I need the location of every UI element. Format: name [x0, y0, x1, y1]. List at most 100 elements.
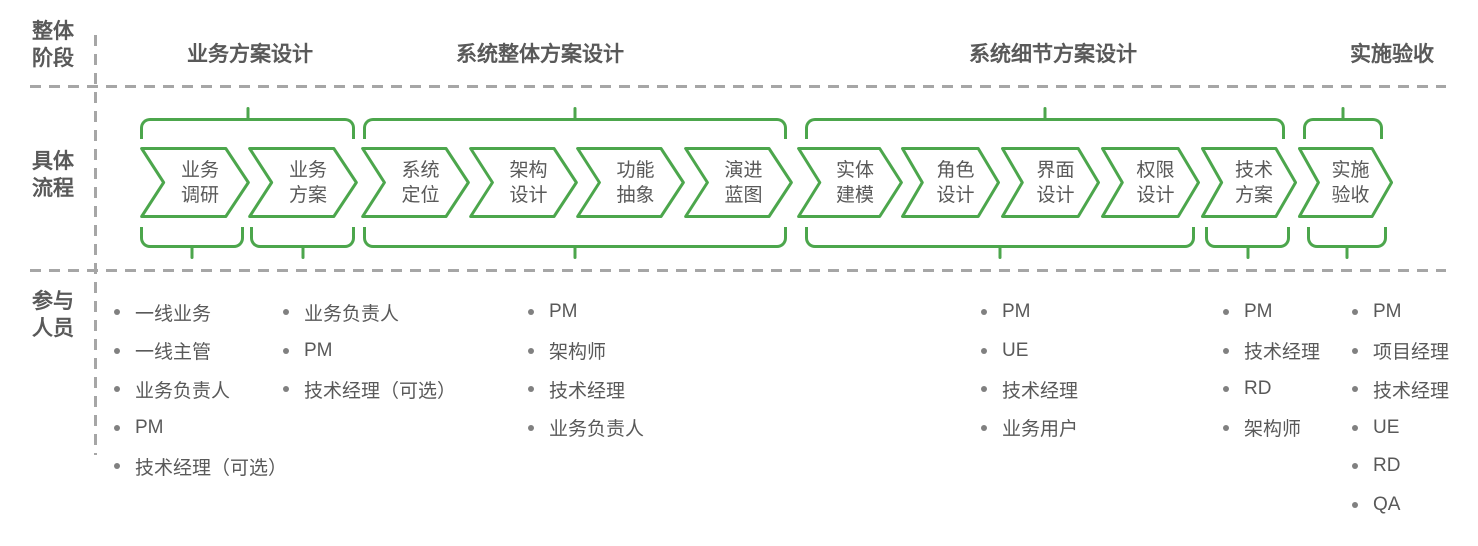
bullet-icon	[1352, 424, 1358, 431]
chevron-shape-icon	[140, 147, 250, 218]
list-item: 业务用户	[981, 409, 1078, 448]
participant-label: PM	[1373, 301, 1402, 323]
list-item: PM	[1223, 293, 1320, 332]
bullet-icon	[283, 347, 289, 354]
participant-label: PM	[1002, 301, 1031, 323]
step-label-line: 演进	[724, 159, 763, 181]
step-label-line: 抽象	[616, 184, 655, 206]
row-label-participants: 参与 人员	[32, 290, 74, 340]
brace-tick-icon	[1246, 245, 1249, 259]
list-item: 业务负责人	[528, 409, 644, 448]
participants-col-4: PM UE 技术经理 业务用户	[981, 293, 1078, 447]
step-label-line: 定位	[401, 184, 440, 206]
group-brace-bottom-3	[363, 227, 787, 259]
brace-tick-icon	[573, 107, 577, 121]
participant-label: QA	[1373, 493, 1401, 515]
list-item: 技术经理	[528, 370, 644, 409]
group-brace-bottom-1	[140, 227, 244, 259]
flow-step-function-abstraction: 功能抽象	[576, 147, 685, 218]
bullet-icon	[1223, 309, 1229, 316]
flow-step-role-design: 角色设计	[901, 147, 1000, 218]
brace-tick-icon	[301, 245, 304, 259]
list-item: 业务负责人	[114, 370, 287, 409]
bullet-icon	[981, 386, 987, 393]
participant-label: 项目经理	[1373, 342, 1450, 364]
bullet-icon	[1223, 424, 1229, 431]
participant-label: PM	[304, 339, 333, 361]
list-item: UE	[981, 332, 1078, 371]
phase-header-system-overall: 系统整体方案设计	[456, 43, 624, 66]
phase-header-system-detail: 系统细节方案设计	[969, 43, 1137, 66]
bullet-icon	[114, 424, 120, 431]
step-label-line: 调研	[180, 184, 219, 206]
list-item: QA	[1352, 486, 1449, 525]
step-label-line: 方案	[1234, 184, 1273, 206]
phase-header-implementation: 实施验收	[1350, 43, 1434, 66]
brace-tick-icon	[1043, 107, 1047, 121]
group-brace-bottom-5	[1205, 227, 1290, 259]
participant-label: 技术经理	[549, 380, 626, 402]
chevron-shape-icon	[1201, 147, 1297, 218]
divider-vertical	[94, 35, 97, 455]
step-label-line: 方案	[288, 184, 327, 206]
participants-col-2: 业务负责人 PM 技术经理（可选）	[283, 293, 456, 409]
step-label-line: 系统	[401, 159, 440, 181]
participant-label: RD	[1244, 378, 1272, 400]
list-item: 技术经理	[981, 370, 1078, 409]
list-item: 技术经理（可选）	[114, 447, 287, 486]
phase-header-business-plan: 业务方案设计	[187, 43, 313, 66]
participant-label: 架构师	[1244, 419, 1302, 441]
step-label-line: 设计	[509, 184, 548, 206]
bullet-icon	[114, 309, 120, 316]
divider-horizontal-top	[30, 85, 1446, 88]
chevron-shape-icon	[361, 147, 470, 218]
list-item: PM	[528, 293, 644, 332]
brace-tick-icon	[246, 107, 249, 121]
list-item: 一线主管	[114, 332, 287, 371]
group-brace-bottom-4	[805, 227, 1195, 259]
step-label-line: 实施	[1331, 159, 1370, 181]
flow-step-evolution-blueprint: 演进蓝图	[684, 147, 793, 218]
bullet-icon	[528, 309, 534, 316]
step-label-line: 业务	[180, 159, 219, 181]
flow-step-ui-design: 界面设计	[1001, 147, 1100, 218]
group-brace-top-system-overall	[363, 107, 787, 139]
step-label-line: 技术	[1234, 159, 1273, 181]
chevron-shape-icon	[901, 147, 1000, 218]
bullet-icon	[1352, 463, 1358, 470]
participant-label: RD	[1373, 455, 1401, 477]
group-brace-bottom-2	[250, 227, 355, 259]
list-item: 架构师	[1223, 409, 1320, 448]
list-item: 架构师	[528, 332, 644, 371]
participant-label: PM	[1244, 301, 1273, 323]
brace-tick-icon	[1345, 245, 1349, 259]
list-item: 技术经理	[1352, 370, 1449, 409]
brace-tick-icon	[573, 245, 577, 259]
flow-step-system-positioning: 系统定位	[361, 147, 470, 218]
step-label-line: 功能	[616, 159, 655, 181]
participant-label: 业务负责人	[304, 303, 400, 325]
step-label-line: 业务	[288, 159, 327, 181]
participant-label: 技术经理（可选）	[304, 380, 457, 402]
participants-col-5: PM 技术经理 RD 架构师	[1223, 293, 1320, 447]
bullet-icon	[528, 386, 534, 393]
bullet-icon	[1352, 501, 1358, 508]
group-brace-top-implementation	[1303, 107, 1383, 139]
bullet-icon	[1352, 347, 1358, 354]
participant-label: 技术经理	[1244, 342, 1321, 364]
step-label-line: 角色	[936, 159, 975, 181]
brace-tick-icon	[998, 245, 1002, 259]
participants-col-3: PM 架构师 技术经理 业务负责人	[528, 293, 644, 447]
step-label-line: 设计	[1136, 184, 1175, 206]
list-item: UE	[1352, 409, 1449, 448]
row-label-overall-phase: 整体 阶段	[32, 20, 74, 70]
step-label-line: 设计	[1036, 184, 1075, 206]
brace-tick-icon	[190, 245, 194, 259]
step-label-line: 验收	[1331, 184, 1370, 206]
row-label-process: 具体 流程	[32, 150, 74, 200]
chevron-shape-icon	[248, 147, 358, 218]
bullet-icon	[1352, 309, 1358, 316]
participant-label: 业务负责人	[135, 380, 231, 402]
flow-step-tech-plan: 技术方案	[1201, 147, 1297, 218]
participant-label: 一线业务	[135, 303, 212, 325]
